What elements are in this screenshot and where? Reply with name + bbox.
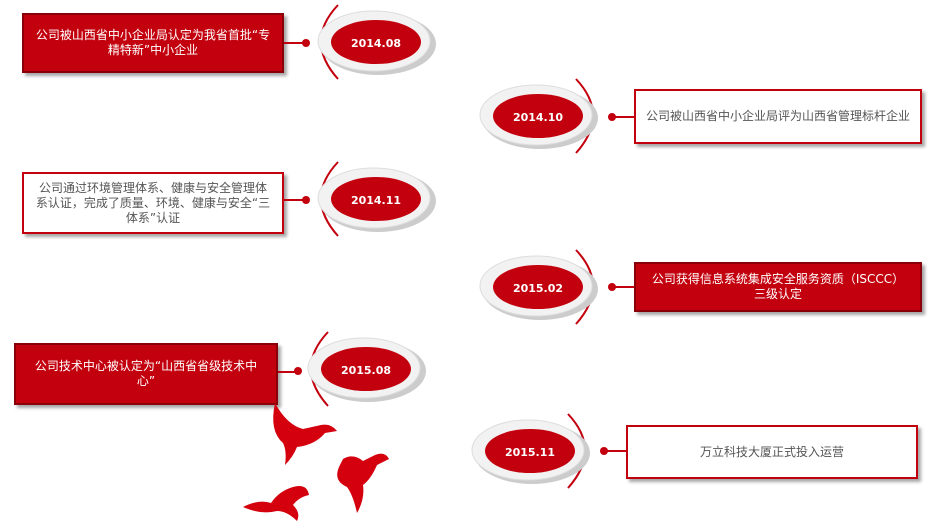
date-label: 2014.10 (512, 110, 564, 124)
milestone-text-2015-11: 万立科技大厦正式投入运营 (626, 425, 918, 479)
milestone-text-2015-08: 公司技术中心被认定为“山西省省级技术中心” (14, 343, 278, 405)
date-node-2014-08: 2014.08 (316, 4, 436, 80)
connector-line (604, 450, 626, 452)
date-node-2014-11: 2014.11 (316, 161, 436, 237)
connector-line (284, 199, 306, 201)
connector-line (612, 286, 634, 288)
date-ellipse (479, 78, 598, 154)
date-node-2014-10: 2014.10 (478, 78, 598, 154)
connector-line (278, 371, 298, 373)
red-birds-icon (243, 403, 389, 521)
milestone-text-2014-11: 公司通过环境管理体系、健康与安全管理体系认证，完成了质量、环境、健康与安全“三体… (22, 172, 284, 234)
milestone-text-2014-08: 公司被山西省中小企业局认定为我省首批“专精特新”中小企业 (22, 13, 284, 73)
date-node-2015-11: 2015.11 (470, 413, 590, 489)
connector-line (284, 42, 306, 44)
connector-dot (302, 196, 310, 204)
milestone-text-2015-02: 公司获得信息系统集成安全服务资质（ISCCC）三级认定 (634, 262, 922, 312)
date-ellipse (317, 161, 436, 237)
date-label: 2015.08 (340, 363, 392, 377)
connector-dot (302, 39, 310, 47)
date-ellipse (317, 4, 436, 80)
milestone-text-2014-10: 公司被山西省中小企业局评为山西省管理标杆企业 (634, 89, 922, 144)
date-ellipse (479, 249, 598, 325)
date-ellipse (307, 331, 426, 407)
connector-line (612, 116, 634, 118)
date-label: 2015.02 (512, 281, 564, 295)
date-label: 2014.11 (350, 193, 402, 207)
date-label: 2015.11 (504, 445, 556, 459)
date-label: 2014.08 (350, 36, 402, 50)
connector-dot (294, 367, 302, 375)
date-node-2015-08: 2015.08 (306, 331, 426, 407)
date-node-2015-02: 2015.02 (478, 249, 598, 325)
date-ellipse (471, 413, 590, 489)
